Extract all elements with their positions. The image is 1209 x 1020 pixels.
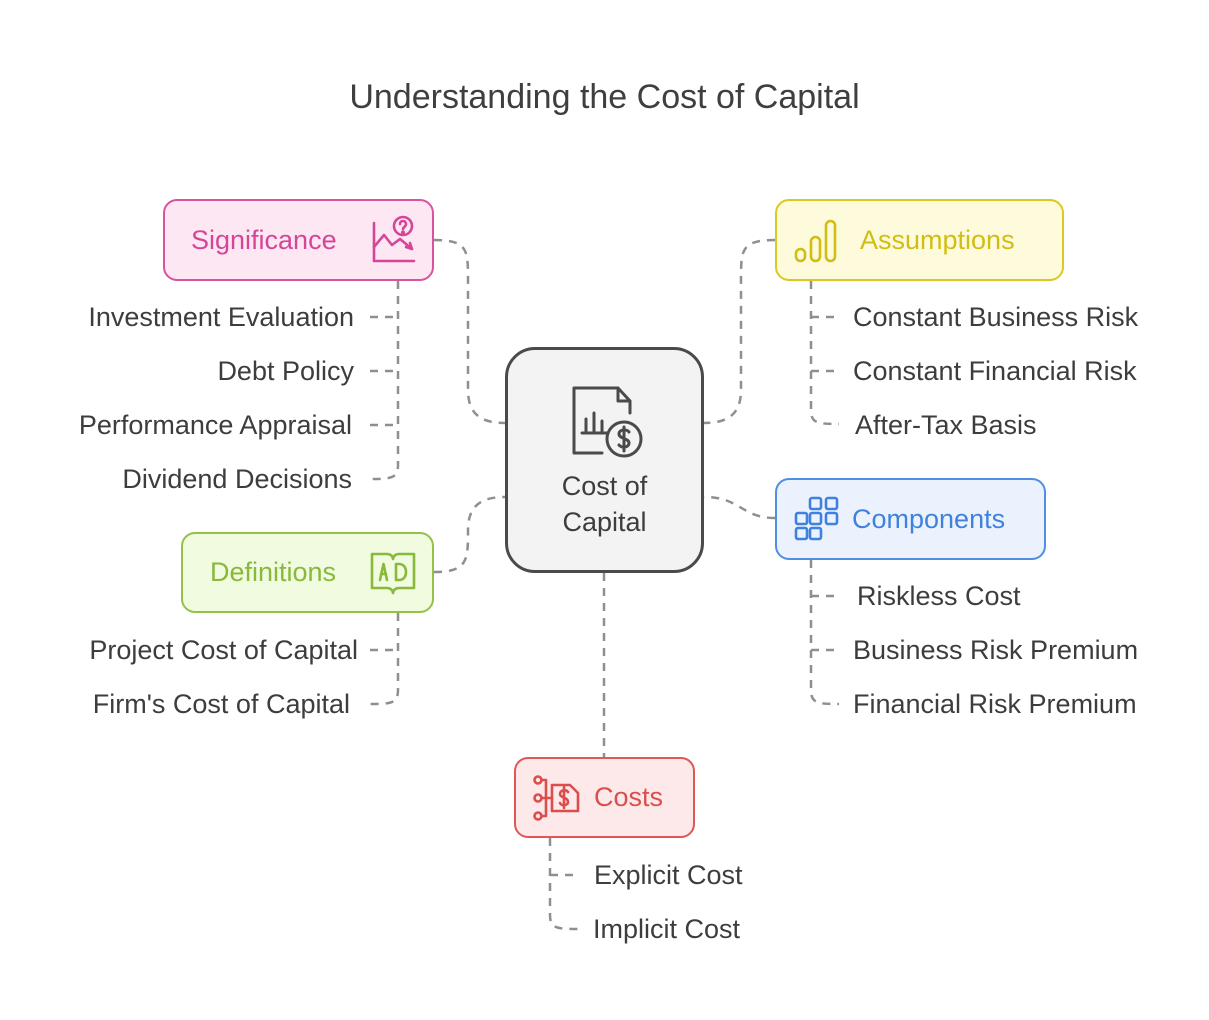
definitions-label: Definitions — [210, 557, 337, 587]
flow-dollar-tag-icon — [533, 774, 580, 821]
significance-item: Debt Policy — [217, 356, 354, 386]
costs-item: Explicit Cost — [594, 860, 743, 890]
connector-definitions — [433, 495, 506, 574]
center-label: Cost of Capital — [508, 468, 701, 540]
center-label-line1: Cost of — [561, 471, 648, 501]
significance-item: Performance Appraisal — [78, 410, 352, 440]
components-item: Business Risk Premium — [853, 635, 1139, 665]
connector-cost-items — [548, 838, 579, 931]
significance-label: Significance — [191, 224, 337, 255]
costs-item: Implicit Cost — [593, 914, 741, 944]
connector-comp-items — [809, 560, 840, 706]
connector-components — [703, 495, 776, 520]
assumptions-item: Constant Business Risk — [853, 302, 1139, 332]
assumptions-item: After-Tax Basis — [855, 410, 1037, 440]
open-book-ad-icon — [370, 552, 416, 594]
chart-question-icon — [372, 215, 416, 263]
assumptions-node: Assumptions — [775, 199, 1064, 281]
definitions-item: Firm's Cost of Capital — [92, 689, 350, 719]
center-node: Cost of Capital — [505, 347, 704, 573]
significance-item: Dividend Decisions — [122, 464, 352, 494]
significance-item: Investment Evaluation — [88, 302, 354, 332]
components-label: Components — [852, 503, 1006, 534]
costs-label: Costs — [594, 782, 664, 812]
definitions-node: Definitions — [181, 532, 434, 613]
significance-node: Significance — [163, 199, 434, 281]
components-item: Financial Risk Premium — [853, 689, 1137, 719]
definitions-item: Project Cost of Capital — [89, 635, 358, 665]
components-node: Components — [775, 478, 1046, 560]
costs-node: Costs — [514, 757, 695, 838]
blocks-grid-icon — [794, 496, 839, 541]
connector-sig-items — [369, 281, 400, 481]
assumptions-label: Assumptions — [860, 224, 1015, 255]
components-item: Riskless Cost — [857, 581, 1021, 611]
connector-significance — [433, 238, 506, 425]
center-label-line2: Capital — [562, 507, 647, 537]
diagram-title: Understanding the Cost of Capital — [349, 78, 860, 116]
bars-ascending-icon — [794, 219, 837, 263]
connector-def-items — [369, 613, 400, 706]
connector-ass-items — [809, 281, 840, 426]
connector-assumptions — [703, 238, 776, 425]
assumptions-item: Constant Financial Risk — [853, 356, 1137, 386]
document-chart-dollar-icon — [572, 386, 643, 458]
